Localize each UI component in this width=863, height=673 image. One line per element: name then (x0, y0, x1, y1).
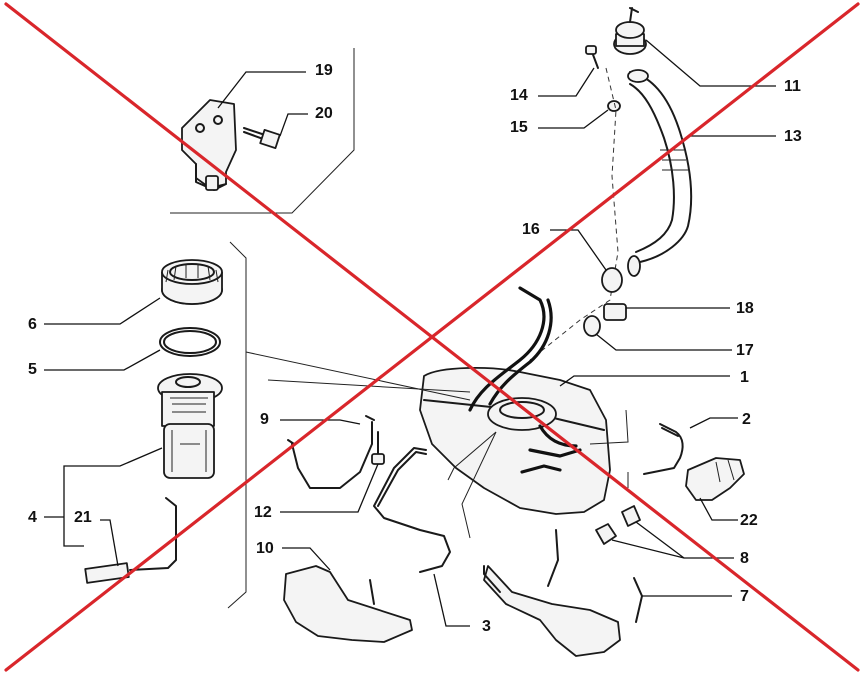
part-7-shield (483, 529, 732, 657)
part-13-filler-pipe (627, 69, 776, 277)
part-6-lock-ring (44, 259, 223, 325)
part-2-pipe (643, 417, 738, 475)
callout-11: 11 (784, 78, 801, 95)
callout-7: 7 (740, 588, 749, 605)
callout-3: 3 (482, 618, 491, 635)
part-1-fuel-tank (419, 286, 730, 515)
part-16-sleeve (550, 229, 623, 293)
part-17-connector (583, 315, 732, 351)
callout-8: 8 (740, 550, 749, 567)
callout-5: 5 (28, 361, 37, 378)
alignment-dash (529, 67, 619, 361)
leader-pump-1 (447, 431, 497, 481)
callout-1: 1 (740, 369, 749, 386)
part-8-clips (595, 505, 734, 559)
callout-18: 18 (736, 300, 754, 317)
part-20-bolt (243, 113, 308, 150)
callout-13: 13 (784, 128, 802, 145)
bracket-line-right (589, 409, 629, 445)
part-12-bolt (280, 431, 385, 513)
part-22-boot (685, 457, 745, 521)
callout-15: 15 (510, 119, 528, 136)
callout-20: 20 (315, 105, 333, 122)
leader-pump-2 (461, 431, 497, 539)
part-5-seal (44, 327, 221, 371)
cross-line-2 (4, 2, 860, 672)
part-14-screw (538, 45, 599, 97)
part-19-bracket (181, 71, 306, 191)
callout-16: 16 (522, 221, 540, 238)
callout-12: 12 (254, 504, 272, 521)
callout-19: 19 (315, 62, 333, 79)
leader-long-1 (245, 351, 471, 401)
callout-10: 10 (256, 540, 274, 557)
group-line-left (227, 241, 247, 609)
callout-17: 17 (736, 342, 754, 359)
callout-9: 9 (260, 411, 269, 428)
callout-21: 21 (74, 509, 92, 526)
callout-2: 2 (742, 411, 751, 428)
callout-14: 14 (510, 87, 528, 104)
group-line-top (170, 48, 355, 214)
part-18-connector (603, 303, 730, 321)
part-11-filler-cap (613, 7, 776, 87)
callout-22: 22 (740, 512, 758, 529)
callout-4: 4 (28, 509, 37, 526)
callout-6: 6 (28, 316, 37, 333)
part-4-fuel-pump (44, 373, 223, 547)
part-3-pipe (373, 447, 470, 627)
part-9-strap (280, 415, 375, 489)
part-15-clip (538, 100, 621, 129)
part-10-shield (282, 547, 413, 643)
part-21-sender (84, 497, 177, 584)
